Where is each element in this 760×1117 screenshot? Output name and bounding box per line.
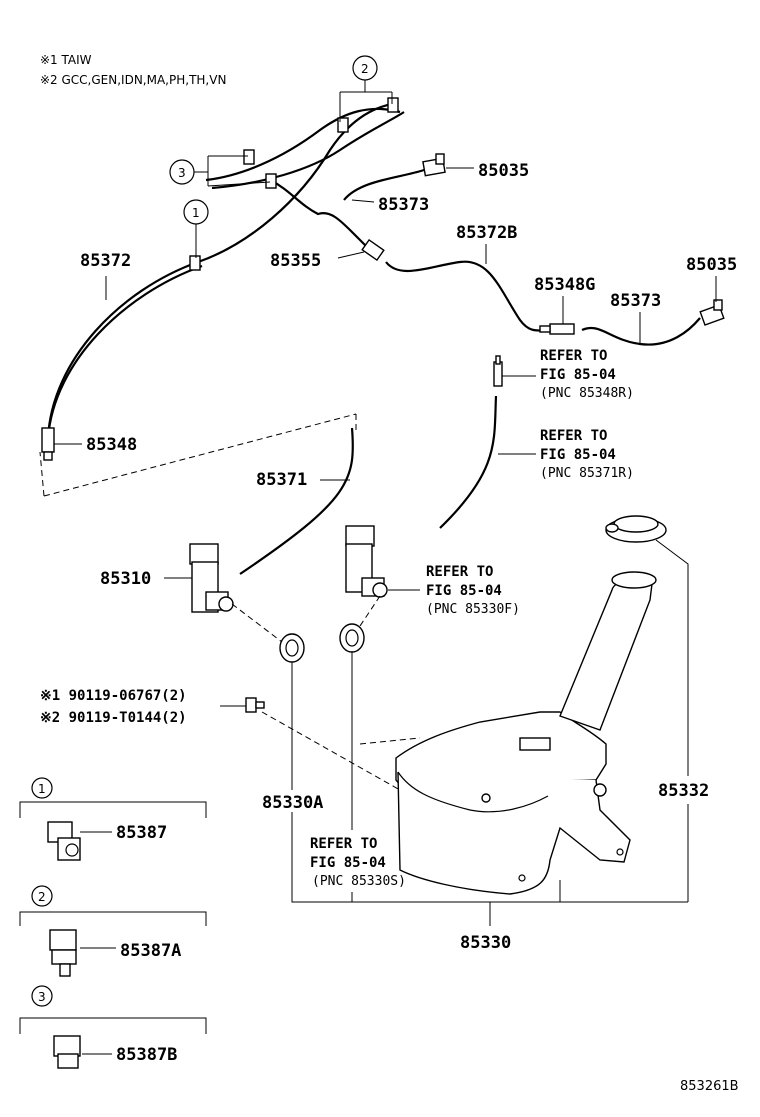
clip-85387B-icon [53, 1035, 81, 1069]
label-85035-upper: 85035 [478, 161, 529, 181]
bolt-note-2: ※2 90119-T0144(2) [40, 710, 187, 726]
clip-85387-icon [47, 821, 81, 861]
label-85371: 85371 [256, 470, 307, 490]
legend-1: 1 85387 [19, 777, 207, 861]
ref3-pnc: (PNC 85330F) [426, 602, 520, 617]
callout-1: 1 [183, 199, 209, 258]
connector-85348R [493, 355, 536, 387]
svg-text:1: 1 [192, 206, 200, 220]
ref1-pnc: (PNC 85348R) [540, 386, 634, 401]
hose-85371R [439, 395, 536, 529]
grommet-85330A [279, 633, 305, 663]
bolt-note-1: ※1 90119-06767(2) [40, 688, 187, 704]
label-85348: 85348 [86, 435, 137, 455]
washer-tank-85330 [395, 571, 657, 895]
label-85355: 85355 [270, 251, 321, 271]
label-85372B: 85372B [456, 223, 517, 243]
label-85348G: 85348G [534, 275, 595, 295]
ref4-pnc: (PNC 85330S) [312, 874, 406, 889]
nozzle-85035-right [699, 299, 725, 326]
ref1-line1: REFER TO [540, 348, 607, 364]
label-85310: 85310 [100, 569, 151, 589]
label-85373-upper: 85373 [378, 195, 429, 215]
ref4-line1: REFER TO [310, 836, 377, 852]
legend-2: 2 85387A [19, 885, 207, 977]
hose-assembly-upper [41, 97, 725, 461]
svg-text:2: 2 [38, 890, 46, 904]
callout-2: 2 [339, 55, 393, 122]
svg-text:3: 3 [38, 990, 46, 1004]
note-2: ※2 GCC,GEN,IDN,MA,PH,TH,VN [40, 73, 226, 87]
ref1-line2: FIG 85-04 [540, 367, 616, 383]
ref4-line2: FIG 85-04 [310, 855, 386, 871]
clip-85387A-icon [49, 929, 77, 977]
washer-pump-85330F [345, 525, 420, 598]
svg-text:2: 2 [361, 62, 369, 76]
label-85373-right: 85373 [610, 291, 661, 311]
label-85330: 85330 [460, 933, 511, 953]
grommet-85330S [339, 623, 365, 653]
callout-3: 3 [169, 155, 271, 187]
legend-3: 3 85387B [19, 985, 207, 1069]
ref2-line2: FIG 85-04 [540, 447, 616, 463]
legend-part-85387: 85387 [116, 823, 167, 843]
note-1: ※1 TAIW [40, 53, 92, 67]
label-85330A: 85330A [262, 793, 323, 813]
ref2-pnc: (PNC 85371R) [540, 466, 634, 481]
figure-id: 853261B [680, 1079, 739, 1094]
ref2-line1: REFER TO [540, 428, 607, 444]
label-85332: 85332 [658, 781, 709, 801]
ref3-line1: REFER TO [426, 564, 493, 580]
tank-cap-85332 [605, 515, 667, 543]
ref3-line2: FIG 85-04 [426, 583, 502, 599]
bolt-icon [245, 697, 265, 713]
label-85372: 85372 [80, 251, 131, 271]
svg-text:3: 3 [178, 166, 186, 180]
svg-text:1: 1 [38, 782, 46, 796]
legend-part-85387B: 85387B [116, 1045, 177, 1065]
legend-part-85387A: 85387A [120, 941, 181, 961]
nozzle-85035-upper [422, 153, 446, 177]
washer-pump-85310 [189, 543, 234, 613]
label-85035-right: 85035 [686, 255, 737, 275]
